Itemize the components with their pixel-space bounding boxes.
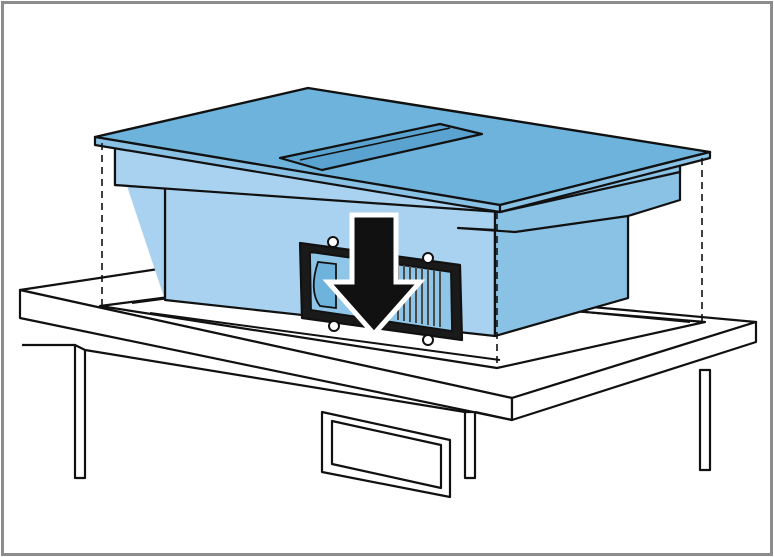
hob-glass-right-edge — [498, 150, 712, 214]
cabinet-left-panel — [73, 343, 87, 480]
filter-slats — [397, 264, 441, 327]
hob-inner-step — [456, 214, 630, 338]
cabinet-right-panel — [463, 410, 477, 480]
worktop-right-edge — [510, 320, 758, 422]
mount-tab-top-right — [422, 252, 434, 264]
downdraft-vent-slot — [278, 122, 484, 172]
mount-tab-top-left — [327, 236, 339, 248]
cabinet-vent-inner — [330, 419, 443, 490]
mount-tab-bottom-right — [422, 334, 434, 346]
cabinet-far-right-panel — [698, 368, 712, 472]
mount-tab-bottom-left — [328, 320, 340, 332]
base-cabinet — [73, 343, 712, 499]
filter-duct-opening — [312, 261, 337, 310]
arrow-down-icon — [322, 212, 426, 338]
alignment-guides — [101, 143, 703, 368]
downdraft-vent-slot-line — [299, 127, 451, 161]
arrow-down-shape — [322, 212, 426, 338]
worktop-underside — [22, 343, 513, 422]
